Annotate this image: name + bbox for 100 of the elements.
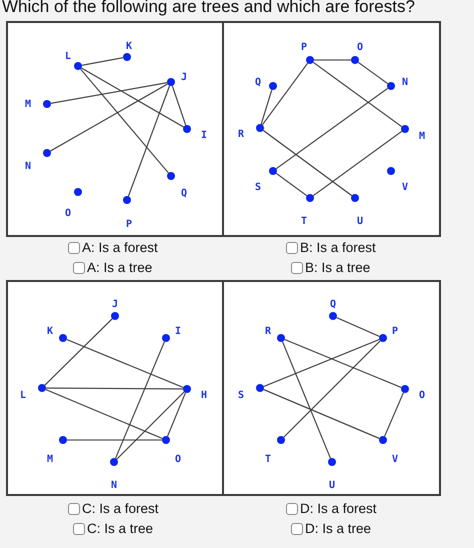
- vertex-label: V: [400, 182, 410, 194]
- vertex-dot: [43, 149, 51, 157]
- option-label: C: Is a tree: [87, 521, 154, 537]
- vertex-dot: [269, 167, 277, 175]
- graph-edge: [50, 84, 168, 152]
- graph-edge: [45, 389, 163, 439]
- vertex-label: V: [390, 454, 400, 466]
- vertex-label: H: [200, 390, 208, 402]
- vertex-dot: [306, 194, 314, 202]
- graph-edge: [282, 342, 331, 458]
- vertex-label: U: [356, 216, 364, 228]
- vertex-dot: [306, 56, 314, 64]
- graph-edge: [128, 86, 170, 196]
- vertex-label: R: [236, 129, 246, 141]
- graph-edge: [264, 339, 380, 387]
- vertex-dot: [256, 384, 264, 392]
- vertex-dot: [328, 458, 336, 466]
- graph-edge: [312, 62, 402, 128]
- vertex-label: O: [356, 42, 364, 54]
- question-title: Which of the following are trees and which are forests?: [2, 0, 415, 16]
- graph-edge: [284, 339, 402, 388]
- graph-edge: [44, 318, 113, 386]
- vertex-dot: [123, 53, 131, 61]
- vertex-dot: [387, 82, 395, 90]
- graph-edge: [263, 389, 380, 439]
- vertex-label: P: [390, 326, 400, 338]
- vertex-label: P: [300, 42, 308, 54]
- graph-edge: [81, 68, 184, 128]
- vertex-label: N: [110, 480, 118, 492]
- vertex-label: P: [124, 219, 134, 231]
- graph-panel: [222, 280, 441, 496]
- option-label: B: Is a tree: [305, 260, 370, 276]
- vertex-dot: [269, 82, 277, 90]
- vertex-label: N: [400, 77, 410, 89]
- graph-edge: [80, 68, 169, 174]
- vertex-dot: [277, 436, 285, 444]
- option-label: C: Is a forest: [82, 501, 159, 517]
- option-label: D: Is a forest: [300, 501, 377, 517]
- vertex-dot: [74, 188, 82, 196]
- graph-edge: [66, 339, 184, 388]
- graph-edge: [384, 392, 404, 437]
- option-label: B: Is a forest: [300, 240, 376, 256]
- vertex-label: L: [64, 51, 72, 63]
- vertex-label: J: [180, 72, 188, 84]
- graph-edge: [312, 130, 402, 196]
- graph-edge: [314, 59, 351, 61]
- graph-edge: [115, 341, 165, 459]
- graph-panel: [222, 21, 441, 237]
- vertex-dot: [162, 334, 170, 342]
- vertex-label: I: [200, 130, 208, 142]
- vertex-dot: [277, 334, 285, 342]
- vertex-label: Q: [254, 77, 262, 89]
- vertex-label: I: [174, 326, 182, 338]
- graph-edge: [82, 57, 124, 66]
- vertex-dot: [167, 78, 175, 86]
- graph-edge: [46, 387, 183, 390]
- graph-edge: [262, 62, 308, 126]
- vertex-label: M: [418, 131, 426, 143]
- vertex-dot: [329, 312, 337, 320]
- graph-edge: [358, 62, 388, 84]
- vertex-label: Q: [180, 188, 188, 200]
- vertex-dot: [38, 384, 46, 392]
- graph-edge: [283, 340, 381, 438]
- graph-panel: [6, 21, 224, 237]
- vertex-label: O: [418, 390, 426, 402]
- vertex-dot: [256, 124, 264, 132]
- vertex-label: O: [64, 208, 72, 220]
- graph-edge: [276, 172, 308, 196]
- option-label: A: Is a forest: [82, 240, 158, 256]
- graph-edge: [172, 86, 186, 126]
- vertex-label: K: [46, 326, 54, 338]
- vertex-dot: [351, 56, 359, 64]
- vertex-label: R: [264, 326, 272, 338]
- vertex-label: T: [264, 454, 272, 466]
- vertex-dot: [74, 62, 82, 70]
- vertex-dot: [401, 125, 409, 133]
- graph-panel: [6, 280, 224, 496]
- vertex-label: K: [124, 41, 134, 53]
- vertex-label: Q: [328, 299, 338, 311]
- vertex-dot: [351, 194, 359, 202]
- graph-edge: [50, 82, 168, 104]
- vertex-dot: [387, 167, 395, 175]
- vertex-dot: [123, 196, 131, 204]
- vertex-label: N: [24, 161, 32, 173]
- graph-edge: [67, 439, 162, 441]
- vertex-label: S: [236, 390, 246, 402]
- vertex-label: M: [46, 454, 54, 466]
- graph-edge: [260, 90, 272, 124]
- graph-edge: [336, 317, 380, 337]
- vertex-dot: [401, 385, 409, 393]
- graph-edge: [167, 392, 186, 436]
- vertex-label: J: [110, 299, 120, 311]
- vertex-label: O: [174, 454, 182, 466]
- vertex-label: S: [254, 182, 262, 194]
- graph-edge: [262, 130, 352, 196]
- graph-edge: [276, 88, 388, 170]
- vertex-dot: [379, 436, 387, 444]
- vertex-dot: [43, 100, 51, 108]
- vertex-label: U: [328, 480, 336, 492]
- vertex-dot: [183, 385, 191, 393]
